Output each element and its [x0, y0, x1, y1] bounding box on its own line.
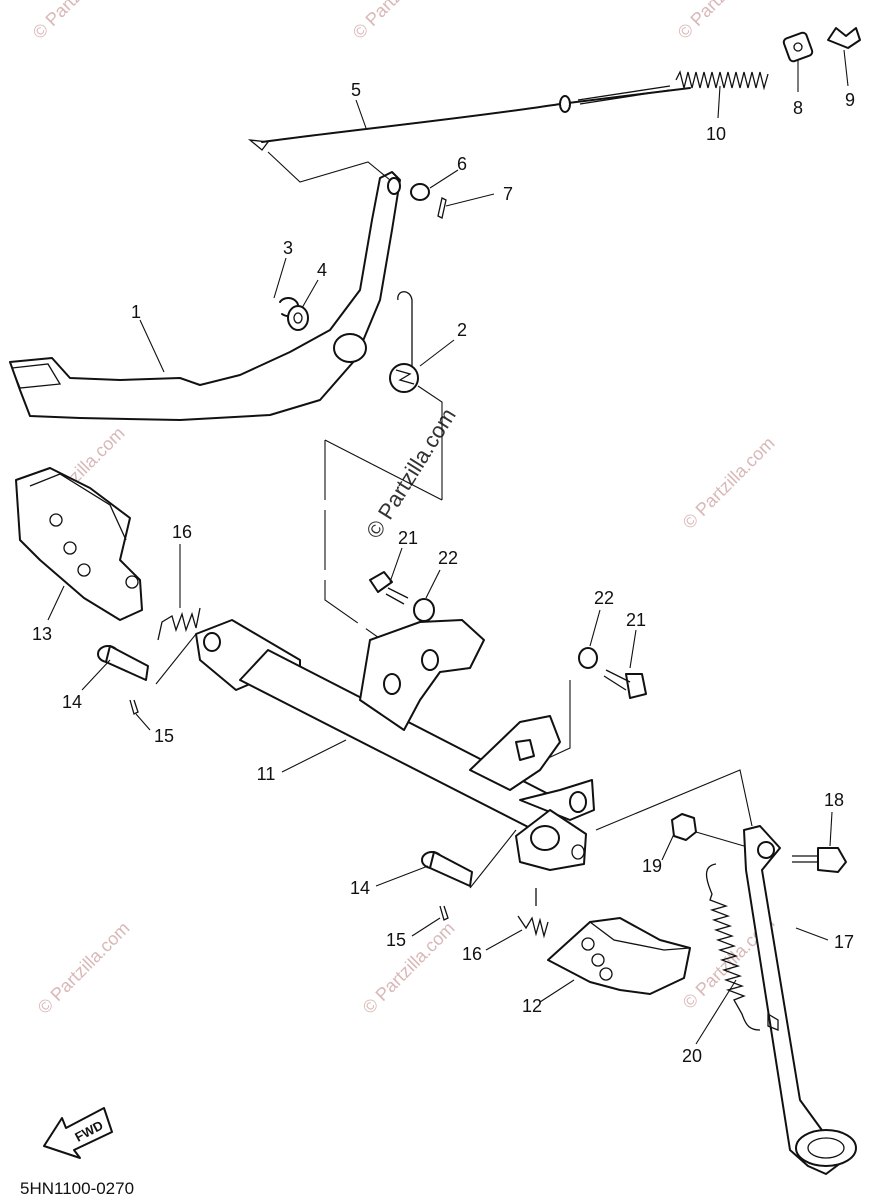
- watermark: © Partzilla.com: [29, 0, 129, 43]
- sidestand-spring: [705, 863, 761, 1031]
- callout-14: 14: [62, 692, 82, 712]
- fwd-arrow: FWD: [43, 1107, 113, 1159]
- bolt-right: [603, 669, 647, 699]
- callout-16b: 16: [462, 944, 482, 964]
- callout-7: 7: [503, 184, 513, 204]
- footrest-spring-right: [517, 888, 549, 939]
- callout-9: 9: [845, 90, 855, 110]
- nut-lead: [695, 831, 745, 847]
- footrest-pin-right: [421, 851, 473, 887]
- callout-2: 2: [457, 320, 467, 340]
- callout-18: 18: [824, 790, 844, 810]
- callout-22: 22: [438, 548, 458, 568]
- pin-lead-left: [155, 633, 197, 685]
- cotter-pin-right: [439, 905, 449, 921]
- callout-21b: 21: [626, 610, 646, 630]
- watermark: © Partzilla.com: [349, 0, 449, 43]
- leader-lines: [47, 49, 849, 1045]
- callout-14b: 14: [350, 878, 370, 898]
- washer: [287, 305, 309, 331]
- callout-15: 15: [154, 726, 174, 746]
- footrest-spring-left: [157, 607, 201, 641]
- watermark: © Partzilla.com: [674, 0, 774, 43]
- cotter-pin: [437, 197, 447, 219]
- sidestand-nut: [671, 813, 697, 841]
- callout-8: 8: [793, 98, 803, 118]
- footrest-shaft: [195, 619, 595, 871]
- callout-21: 21: [398, 528, 418, 548]
- watermark-center: © Partzilla.com: [361, 404, 461, 543]
- callout-labels: 1 2 3 4 5 6 7 8 9 10 11 12 13 14 15 16 1…: [32, 80, 855, 1066]
- callout-11: 11: [257, 764, 276, 784]
- assembly-lines: [267, 151, 753, 831]
- callout-15b: 15: [386, 930, 406, 950]
- callout-16: 16: [172, 522, 192, 542]
- washer-upper: [413, 598, 435, 622]
- pedal-return-spring: [389, 291, 419, 393]
- watermark: © Partzilla.com: [359, 918, 459, 1018]
- washer-hole: [293, 312, 303, 324]
- watermark-group: © Partzilla.com © Partzilla.com © Partzi…: [29, 0, 779, 1018]
- callout-13: 13: [32, 624, 52, 644]
- watermark: © Partzilla.com: [679, 433, 779, 533]
- footrest-right: [547, 917, 691, 995]
- callout-17: 17: [834, 932, 854, 952]
- footrest-pin-left: [97, 645, 149, 681]
- washer-right: [578, 647, 598, 669]
- callout-22b: 22: [594, 588, 614, 608]
- callout-3: 3: [283, 238, 293, 258]
- watermark: © Partzilla.com: [34, 918, 134, 1018]
- bolt-upper: [369, 571, 409, 605]
- callout-6: 6: [457, 154, 467, 174]
- sidestand: [743, 825, 857, 1175]
- rod-joint: [782, 31, 814, 63]
- rod-spring: [675, 70, 769, 91]
- callout-20: 20: [682, 1046, 702, 1066]
- diagram-code: 5HN1100-0270: [20, 1179, 134, 1198]
- callout-4: 4: [317, 260, 327, 280]
- callout-1: 1: [131, 302, 141, 322]
- sidestand-bolt: [792, 847, 847, 873]
- brake-pedal: [9, 171, 401, 421]
- callout-5: 5: [351, 80, 361, 100]
- callout-10: 10: [706, 124, 726, 144]
- callout-19: 19: [642, 856, 662, 876]
- wing-nut: [827, 27, 861, 49]
- footrest-left: [15, 467, 143, 621]
- cotter-pin-left: [129, 699, 139, 715]
- washer: [410, 183, 430, 201]
- pin-lead-right: [469, 829, 517, 889]
- brake-rod: [247, 85, 691, 151]
- callout-12: 12: [522, 996, 542, 1016]
